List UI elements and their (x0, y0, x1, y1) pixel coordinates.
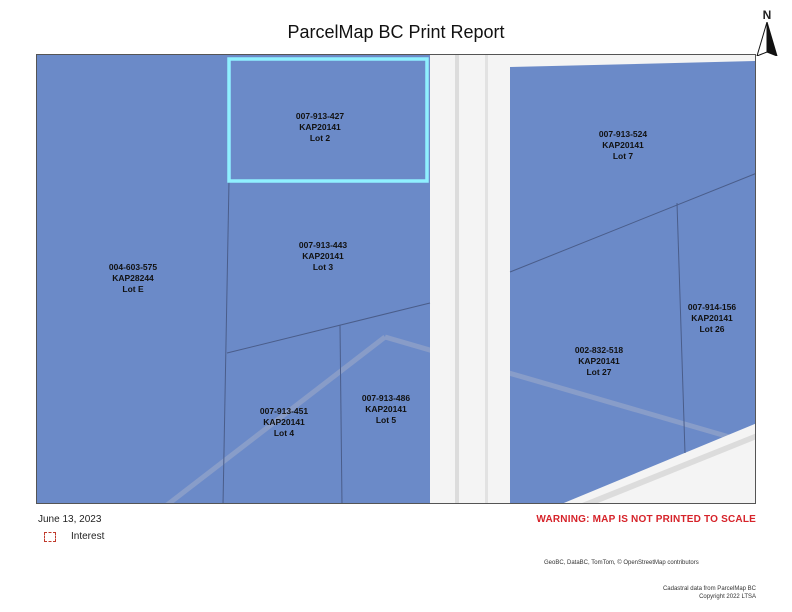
north-arrow-icon (756, 22, 778, 56)
parcel-plan: KAP20141 (263, 417, 305, 427)
parcel-lot: Lot 7 (612, 151, 634, 161)
north-label: N (762, 8, 772, 22)
map-attribution: GeoBC, DataBC, TomTom, © OpenStreetMap c… (544, 560, 699, 566)
dashed-box-icon (44, 532, 56, 542)
parcel-plan: KAP20141 (299, 122, 341, 132)
road-vertical (430, 55, 510, 503)
parcel-pid: 007-914-156 (687, 302, 737, 312)
parcel-pid: 007-913-486 (361, 393, 411, 403)
print-date: June 13, 2023 (38, 514, 102, 525)
copyright: Copyright 2022 LTSA (699, 594, 756, 600)
road-strip-top (510, 55, 755, 67)
parcel-label[interactable]: 007-913-427 KAP20141 Lot 2 (296, 111, 344, 144)
parcel-pid: 007-913-427 (295, 111, 345, 121)
parcel-label[interactable]: 007-913-524 KAP20141 Lot 7 (599, 129, 647, 162)
parcel-lot: Lot 26 (699, 324, 725, 334)
cadastral-source: Cadastral data from ParcelMap BC (662, 586, 756, 592)
parcel-lot: Lot 27 (586, 367, 612, 377)
parcel-pid: 004-603-575 (108, 262, 158, 272)
scale-warning: WARNING: MAP IS NOT PRINTED TO SCALE (536, 514, 756, 525)
parcel-plan: KAP20141 (578, 356, 620, 366)
parcel-lot: Lot 3 (312, 262, 334, 272)
parcel-boundaries (222, 173, 755, 503)
parcel-label[interactable]: 007-914-156 KAP20141 Lot 26 (688, 302, 736, 335)
parcel-lot: Lot E (122, 284, 144, 294)
parcel-pid: 007-913-524 (598, 129, 648, 139)
parcel-background (37, 55, 755, 503)
parcel-plan: KAP20141 (365, 404, 407, 414)
parcel-lot: Lot 4 (273, 428, 295, 438)
map-view[interactable]: 007-913-427 KAP20141 Lot 2 007-913-524 K… (36, 54, 756, 504)
parcel-plan: KAP20141 (691, 313, 733, 323)
parcel-lot: Lot 2 (309, 133, 331, 143)
parcel-lot: Lot 5 (375, 415, 397, 425)
parcel-plan: KAP28244 (112, 273, 154, 283)
report-title: ParcelMap BC Print Report (287, 22, 505, 42)
parcel-pid: 002-832-518 (574, 345, 624, 355)
parcel-plan: KAP20141 (602, 140, 644, 150)
parcel-label[interactable]: 004-603-575 KAP28244 Lot E (109, 262, 157, 295)
parcel-pid: 007-913-443 (298, 240, 348, 250)
parcel-pid: 007-913-451 (259, 406, 309, 416)
north-arrow: N (752, 8, 782, 56)
parcel-label[interactable]: 007-913-486 KAP20141 Lot 5 (362, 393, 410, 426)
parcel-plan: KAP20141 (302, 251, 344, 261)
parcel-label[interactable]: 007-913-451 KAP20141 Lot 4 (260, 406, 308, 439)
parcel-label[interactable]: 007-913-443 KAP20141 Lot 3 (299, 240, 347, 273)
parcel-map (37, 55, 755, 503)
selected-parcel-outline (227, 57, 429, 183)
parcel-label[interactable]: 002-832-518 KAP20141 Lot 27 (575, 345, 623, 378)
legend-label-interest: Interest (71, 531, 105, 542)
road-bottom-right (563, 423, 755, 503)
